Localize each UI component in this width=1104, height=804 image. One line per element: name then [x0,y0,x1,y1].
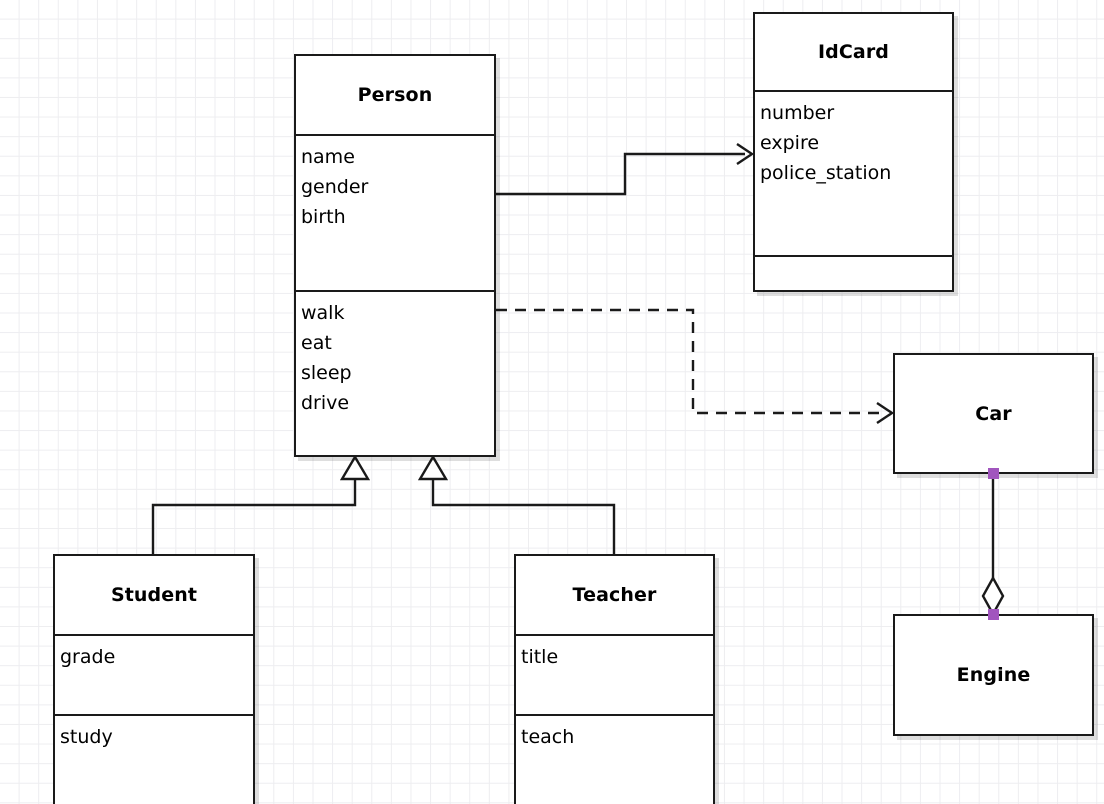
method-item: walk [301,302,345,324]
method-item: study [60,726,113,748]
method-item: drive [301,392,350,414]
attribute-item: name [301,146,355,168]
class-box-person[interactable]: Person name gender birth walk eat sleep … [294,54,496,457]
methods-student: study [55,714,253,804]
attribute-item: grade [60,646,116,668]
attributes-idcard: number expire police_station [755,90,952,255]
attribute-item: birth [301,206,346,228]
attribute-item: number [760,102,835,124]
methods-teacher: teach [516,714,713,804]
class-box-car[interactable]: Car [893,353,1094,474]
attributes-teacher: title [516,634,713,714]
edge-person-idcard[interactable] [496,143,755,196]
class-name-engine: Engine [956,664,1031,686]
class-name-teacher: Teacher [572,584,657,606]
connector-endpoint-engine[interactable] [988,609,999,620]
class-name-car: Car [975,402,1012,425]
edge-car-engine[interactable] [981,473,1005,617]
connector-endpoint-car[interactable] [988,468,999,479]
class-name-person: Person [357,84,433,106]
method-item: eat [301,332,332,354]
attribute-item: police_station [760,162,892,184]
attributes-student: grade [55,634,253,714]
attribute-item: expire [760,132,820,154]
class-name-student: Student [110,584,198,606]
methods-idcard [755,255,952,290]
edge-person-car[interactable] [496,308,895,424]
methods-person: walk eat sleep drive [296,290,494,455]
edge-student-person[interactable] [151,454,371,555]
class-name-idcard: IdCard [817,41,889,63]
class-box-student[interactable]: Student grade study [53,554,255,804]
attribute-item: title [521,646,559,668]
class-box-teacher[interactable]: Teacher title teach [514,554,715,804]
edge-teacher-person[interactable] [417,454,616,555]
method-item: teach [521,726,575,748]
attribute-item: gender [301,176,369,198]
method-item: sleep [301,362,352,384]
class-box-idcard[interactable]: IdCard number expire police_station [753,12,954,292]
attributes-person: name gender birth [296,134,494,290]
class-box-engine[interactable]: Engine [893,614,1094,736]
